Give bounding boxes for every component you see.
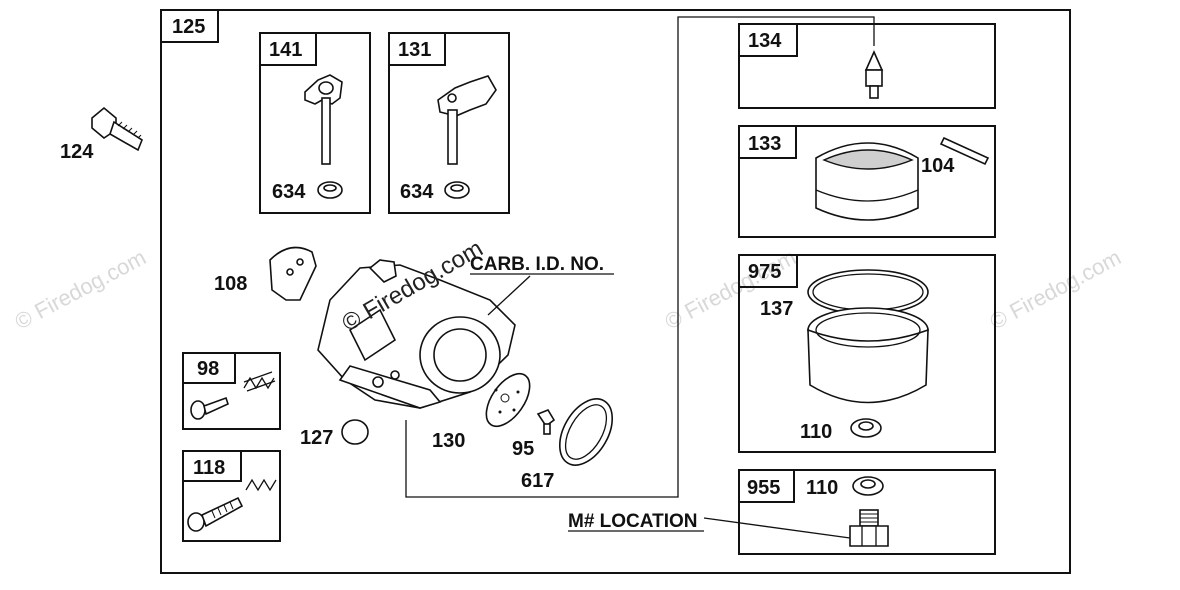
carb-id-leader (487, 275, 531, 316)
leader-carb-to-955 (405, 16, 875, 498)
part-label-108: 108 (214, 273, 247, 295)
seal-634-left-icon (317, 181, 343, 199)
part-label-130: 130 (432, 430, 465, 452)
watermark-middle: © Firedog.com (661, 244, 800, 334)
label-box-134 (738, 23, 798, 57)
part-label-127: 127 (300, 427, 333, 449)
assembly-frame-125 (160, 9, 1071, 574)
gasket-617-icon (558, 398, 614, 466)
part-label-131: 131 (398, 39, 431, 61)
washer-110-bowl-icon (850, 418, 882, 438)
watermark-left: © Firedog.com (11, 244, 150, 334)
label-box-141 (259, 32, 317, 66)
pin-104-icon (939, 136, 990, 166)
idle-screw-98-icon (190, 371, 276, 420)
label-box-118 (182, 450, 242, 482)
part-label-141: 141 (269, 39, 302, 61)
label-box-955 (738, 469, 795, 503)
carburetor-body-icon (317, 259, 516, 409)
m-location-leader (703, 517, 851, 539)
label-box-131 (388, 32, 446, 66)
part-label-634-left: 634 (272, 181, 306, 203)
mixture-screw-118-icon (187, 478, 277, 532)
part-box-133 (738, 125, 996, 238)
part-label-110-nut: 110 (806, 477, 838, 499)
carb-id-callout: CARB. I.D. NO. (470, 254, 604, 275)
part-label-110-bowl: 110 (800, 421, 832, 443)
part-box-975 (738, 254, 996, 453)
part-label-118: 118 (193, 457, 225, 479)
bolt-124-icon (91, 106, 143, 152)
part-label-133: 133 (748, 133, 781, 155)
part-label-134: 134 (748, 30, 782, 52)
float-133-icon (815, 142, 919, 221)
float-bowl-icon (807, 307, 929, 404)
part-label-617: 617 (521, 470, 554, 492)
part-label-137: 137 (760, 298, 793, 320)
label-box-98 (182, 352, 236, 384)
part-box-134 (738, 23, 996, 109)
part-box-955 (738, 469, 996, 555)
part-label-95: 95 (512, 438, 534, 460)
m-location-callout: M# LOCATION (568, 511, 697, 532)
bowl-nut-955-icon (849, 509, 889, 547)
part-label-125: 125 (172, 16, 205, 38)
seal-634-right-icon (444, 181, 470, 199)
part-label-124: 124 (60, 141, 94, 163)
choke-shaft-131-icon (437, 75, 497, 165)
choke-plate-108-icon (269, 246, 317, 301)
throttle-shaft-141-icon (304, 74, 343, 165)
part-label-104: 104 (921, 155, 955, 177)
label-box-975 (738, 254, 798, 288)
watermark-right: © Firedog.com (986, 244, 1125, 334)
welch-plug-127-icon (341, 419, 369, 445)
part-label-975: 975 (748, 261, 781, 283)
part-label-98: 98 (197, 358, 219, 380)
label-box-125 (160, 9, 219, 43)
label-box-133 (738, 125, 797, 159)
diaphragm-130-icon (485, 372, 531, 428)
part-label-955: 955 (747, 477, 780, 499)
part-label-634-right: 634 (400, 181, 434, 203)
inlet-needle-134-icon (864, 50, 884, 99)
part-box-131 (388, 32, 510, 214)
screw-95-icon (536, 409, 556, 435)
washer-110-nut-icon (852, 476, 884, 496)
